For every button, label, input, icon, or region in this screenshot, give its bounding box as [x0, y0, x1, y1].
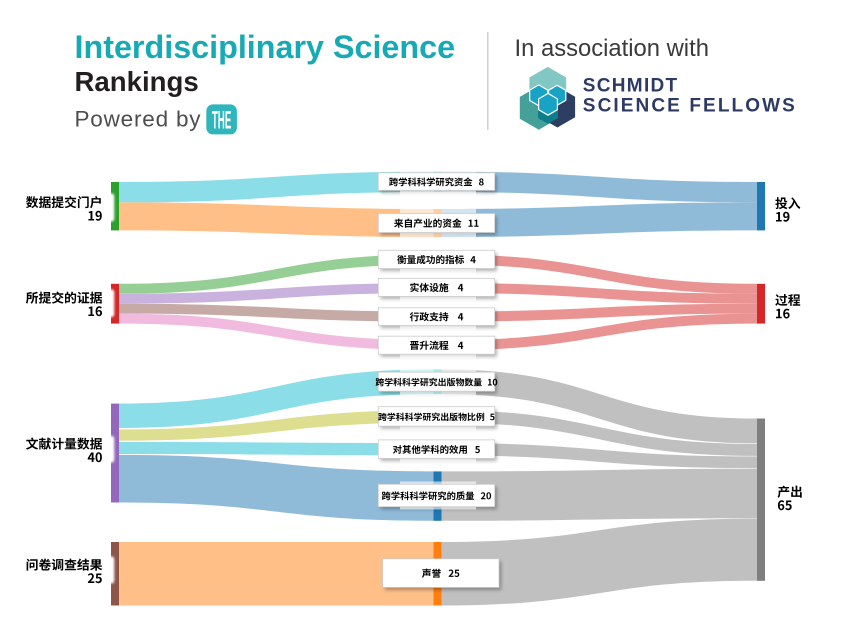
svg-text:Powered by: Powered by	[75, 107, 202, 132]
svg-text:SCIENCE FELLOWS: SCIENCE FELLOWS	[583, 95, 797, 116]
svg-text:Rankings: Rankings	[75, 66, 199, 97]
svg-text:In association with: In association with	[515, 35, 709, 62]
svg-text:THE: THE	[212, 107, 232, 134]
svg-text:SCHMIDT: SCHMIDT	[583, 76, 679, 97]
svg-text:Interdisciplinary Science: Interdisciplinary Science	[75, 29, 456, 65]
